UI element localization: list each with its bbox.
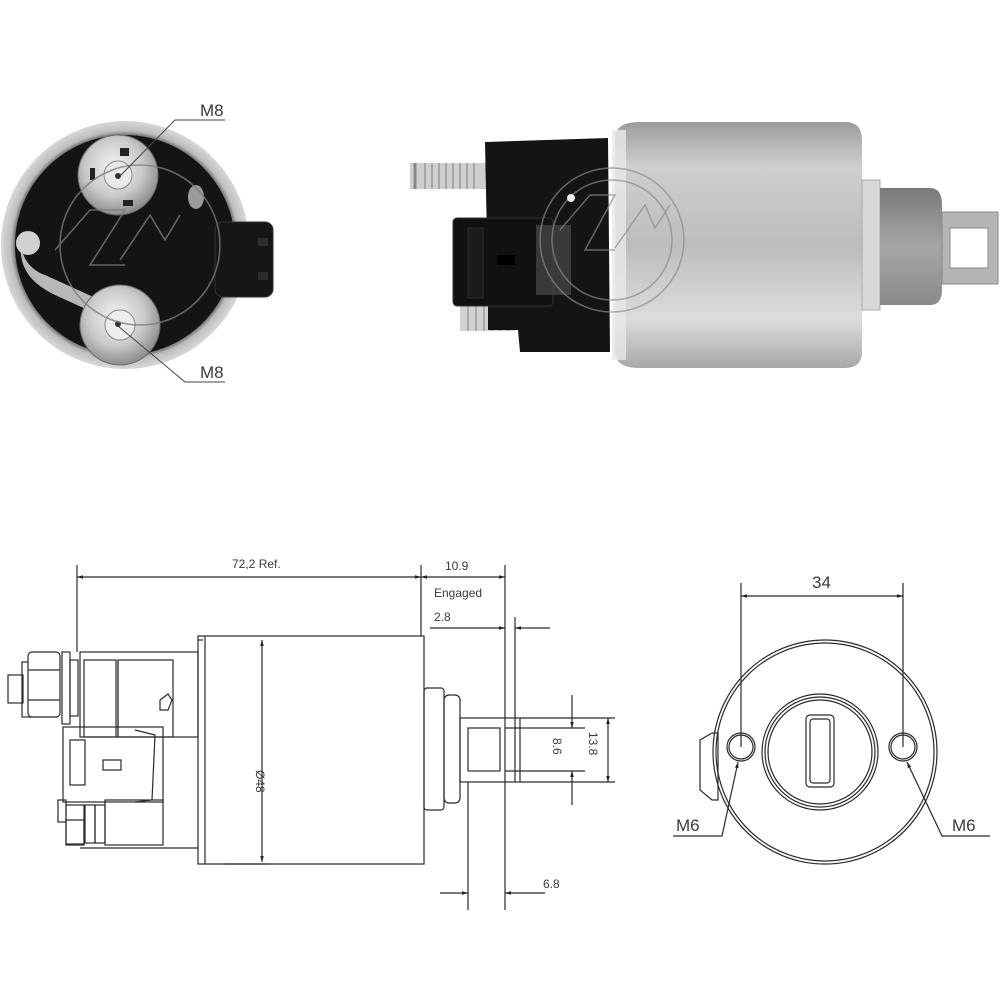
threaded-stud-top <box>410 163 490 189</box>
engaged-offset-label: 2.8 <box>434 610 451 624</box>
hub-circle <box>761 693 879 811</box>
leader-line-right-m6 <box>906 761 990 837</box>
left-hole-thread-label: M6 <box>676 816 700 835</box>
right-hole-thread-label: M6 <box>952 816 976 835</box>
hole-spacing-label: 34 <box>812 573 831 592</box>
side-drawing-labels: 72,2 Ref. 10.9 Engaged 2.8 Ø48 8.6 13.8 … <box>232 557 600 891</box>
engaged-label: Engaged <box>434 586 482 600</box>
top-terminal-label: M8 <box>200 101 224 120</box>
can-outline <box>197 635 425 865</box>
end-view-photo: M8 M8 <box>1 101 274 383</box>
tab-slot-outline <box>467 727 501 772</box>
connector-outline <box>62 726 164 803</box>
connector-slot-outline <box>102 759 122 771</box>
watermark-logo <box>539 167 685 313</box>
overall-length-label: 72,2 Ref. <box>232 557 281 571</box>
plunger-hub <box>880 188 942 305</box>
connector-plug <box>214 221 274 298</box>
side-dimensioned-drawing <box>7 565 615 910</box>
top-terminal-m8 <box>77 134 159 216</box>
plunger-tab <box>941 211 999 285</box>
diameter-label: Ø48 <box>253 770 267 793</box>
leader-line-top <box>119 119 225 177</box>
tab-outline <box>459 717 521 783</box>
cap-upper-outline <box>79 651 199 738</box>
solenoid-can <box>615 122 862 368</box>
flange-outline <box>423 687 445 811</box>
connector-side-outline <box>699 732 713 801</box>
travel-label: 10.9 <box>445 559 469 573</box>
tab-end-outline <box>805 714 835 788</box>
end-drawing-labels: 34 M6 M6 <box>676 573 976 835</box>
link-strap <box>20 235 110 320</box>
bottom-terminal-label: M8 <box>200 363 224 382</box>
tab-width-label: 13.8 <box>586 732 600 756</box>
watermark-logo <box>54 164 221 326</box>
body-outer-circle <box>712 639 938 865</box>
slot-length-label: 6.8 <box>543 877 560 891</box>
slot-width-label: 8.6 <box>550 738 564 755</box>
connector-slot <box>497 255 515 265</box>
hub-outline <box>443 694 461 804</box>
top-stud-nut-outline <box>7 651 79 725</box>
flange <box>861 179 881 311</box>
end-dimensioned-drawing <box>673 583 990 865</box>
leader-line-left-m6 <box>673 761 739 837</box>
side-view-photo <box>410 122 999 368</box>
leader-line-bottom <box>117 325 225 383</box>
